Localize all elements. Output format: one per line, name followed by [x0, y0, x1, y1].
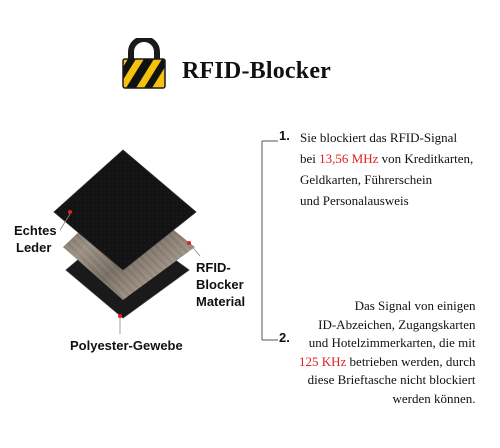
point-1-line: Geldkarten, Führerschein: [300, 172, 433, 187]
point-number-1: 1.: [279, 128, 290, 143]
page-title: RFID-Blocker: [182, 58, 332, 84]
layer-diagram: [53, 149, 201, 334]
point-text-2: Das Signal von einigen ID-Abzeichen, Zug…: [299, 297, 476, 408]
frequency-highlight: 125 KHz: [299, 353, 347, 369]
point-2-line: Das Signal von einigen: [354, 298, 476, 313]
bracket-connector: [261, 140, 278, 341]
label-leather-line2: Leder: [16, 240, 52, 255]
leader-line-polyester: [118, 314, 122, 334]
label-blocker-line1: RFID-: [196, 260, 231, 275]
point-2-line: und Hotelzimmerkarten, die mit: [308, 335, 476, 350]
frequency-highlight: 13,56 MHz: [319, 151, 379, 166]
point-text-1: Sie blockiert das RFID-Signal bei 13,56 …: [300, 127, 473, 211]
point-number-2: 2.: [279, 330, 290, 345]
point-1-line: bei 13,56 MHz von Kreditkarten,: [300, 151, 474, 166]
label-leather-line1: Echtes: [14, 223, 57, 238]
label-polyester: Polyester-Gewebe: [70, 338, 183, 353]
leader-line-leather: [59, 210, 72, 231]
label-blocker-line3: Material: [196, 294, 246, 309]
label-blocker-line2: Blocker: [196, 277, 244, 292]
lock-icon: [122, 38, 166, 89]
label-leather: Echtes Leder: [14, 222, 57, 256]
leader-line-blocker: [187, 241, 201, 257]
point-2-line: diese Brieftasche nicht blockiert: [307, 372, 476, 387]
point-2-line: ID-Abzeichen, Zugangskarten: [318, 316, 476, 332]
point-1-line: und Personalausweis: [300, 193, 409, 208]
point-2-line: werden können.: [392, 390, 476, 406]
point-2-line: 125 KHz betrieben werden, durch: [299, 353, 476, 369]
label-rfid-blocker: RFID- Blocker Material: [196, 259, 245, 310]
point-1-line: Sie blockiert das RFID-Signal: [300, 130, 458, 145]
